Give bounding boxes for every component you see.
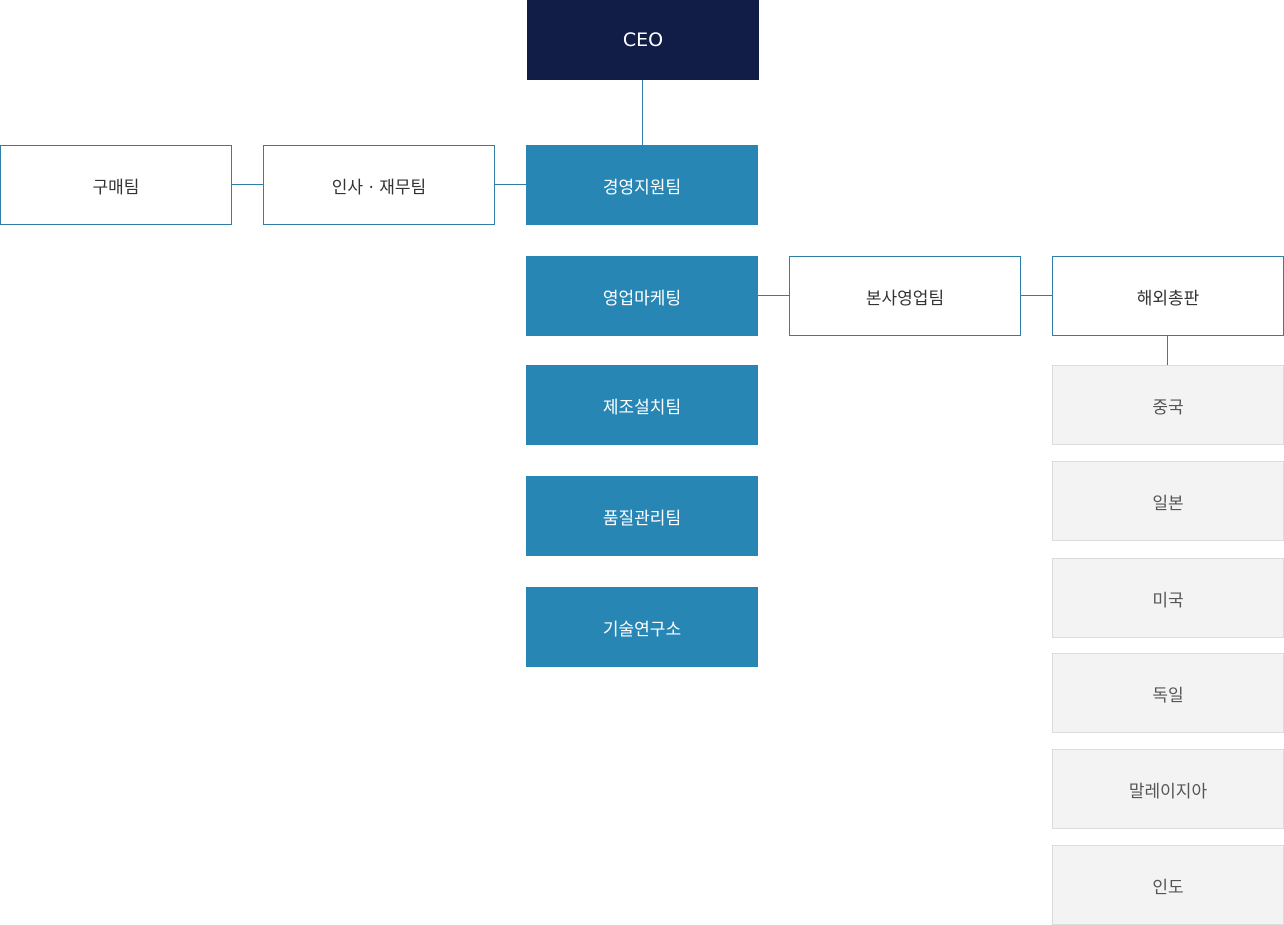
- connector-hq-to-overseas: [1021, 295, 1052, 296]
- ceo-box: CEO: [527, 0, 759, 80]
- quality-control-team-label: 품질관리팀: [602, 508, 682, 529]
- connector-purchasing-to-hr: [232, 184, 263, 185]
- connector-overseas-to-countries: [1167, 335, 1168, 365]
- connector-ceo-to-management: [642, 80, 643, 145]
- country-box-china: 중국: [1052, 365, 1284, 445]
- research-lab-label: 기술연구소: [602, 619, 682, 640]
- hq-sales-team-box: 본사영업팀: [789, 256, 1021, 336]
- sales-marketing-box: 영업마케팅: [526, 256, 758, 336]
- sales-marketing-label: 영업마케팅: [602, 288, 682, 309]
- country-label: 일본: [1152, 493, 1184, 514]
- management-support-team-label: 경영지원팀: [602, 177, 682, 198]
- overseas-distributors-label: 해외총판: [1136, 288, 1200, 309]
- quality-control-team-box: 품질관리팀: [526, 476, 758, 556]
- manufacturing-install-team-label: 제조설치팀: [602, 397, 682, 418]
- hr-finance-team-label: 인사 · 재무팀: [331, 177, 427, 198]
- country-box-japan: 일본: [1052, 461, 1284, 541]
- overseas-distributors-box: 해외총판: [1052, 256, 1284, 336]
- ceo-label: CEO: [622, 29, 664, 51]
- country-label: 중국: [1152, 397, 1184, 418]
- country-box-india: 인도: [1052, 845, 1284, 925]
- connector-sales-to-hq: [758, 295, 789, 296]
- hr-finance-team-box: 인사 · 재무팀: [263, 145, 495, 225]
- country-box-malaysia: 말레이지아: [1052, 749, 1284, 829]
- country-label: 독일: [1152, 685, 1184, 706]
- purchasing-team-label: 구매팀: [92, 177, 140, 198]
- country-box-germany: 독일: [1052, 653, 1284, 733]
- research-lab-box: 기술연구소: [526, 587, 758, 667]
- country-label: 미국: [1152, 590, 1184, 611]
- connector-hr-to-management: [495, 184, 526, 185]
- purchasing-team-box: 구매팀: [0, 145, 232, 225]
- country-label: 말레이지아: [1128, 781, 1208, 802]
- hq-sales-team-label: 본사영업팀: [865, 288, 945, 309]
- country-box-usa: 미국: [1052, 558, 1284, 638]
- management-support-team-box: 경영지원팀: [526, 145, 758, 225]
- country-label: 인도: [1152, 877, 1184, 898]
- manufacturing-install-team-box: 제조설치팀: [526, 365, 758, 445]
